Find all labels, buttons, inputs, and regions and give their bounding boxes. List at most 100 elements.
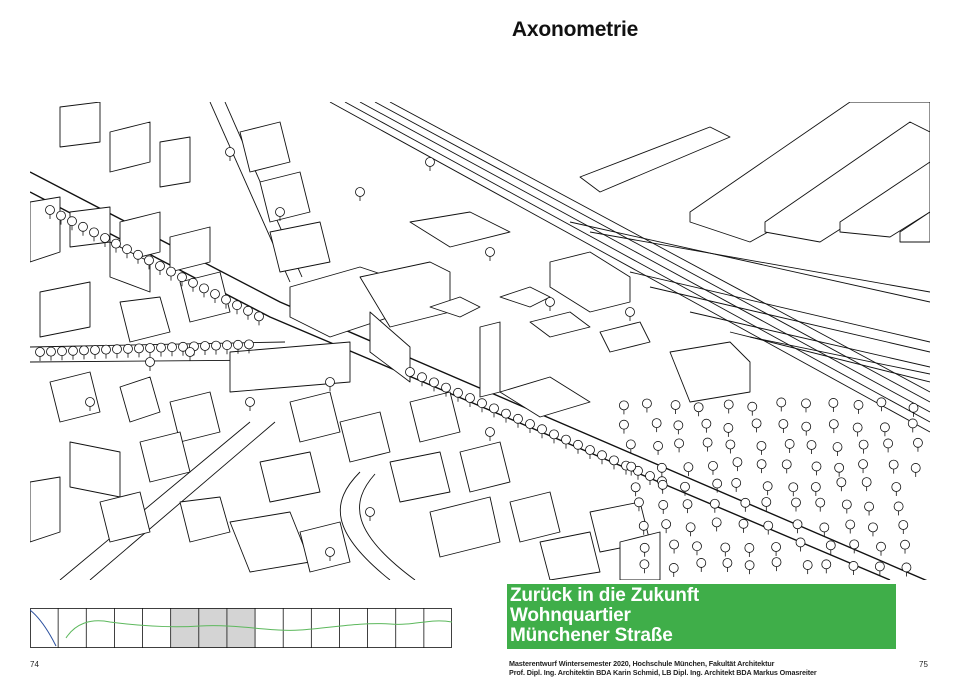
- page-title: Axonometrie: [511, 18, 639, 41]
- tree-icon: [525, 419, 535, 429]
- tree-icon: [619, 419, 629, 430]
- tree-icon: [670, 400, 681, 410]
- tree-icon: [900, 539, 910, 550]
- tree-icon: [908, 402, 919, 413]
- tree-icon: [795, 537, 806, 548]
- tree-icon: [365, 507, 375, 517]
- tree-icon: [781, 459, 792, 470]
- tree-icon: [761, 497, 772, 507]
- tree-icon: [709, 498, 720, 509]
- tree-icon: [89, 227, 99, 238]
- tree-icon: [858, 439, 869, 450]
- tree-icon: [673, 420, 684, 431]
- tree-icon: [254, 311, 264, 322]
- tree-icon: [836, 477, 847, 488]
- tree-icon: [549, 429, 559, 440]
- credits-line2: Prof. Dipl. Ing. Architektin BDA Karin S…: [509, 668, 817, 677]
- tree-icon: [638, 520, 649, 531]
- warehouse-halls: [579, 102, 930, 243]
- tree-icon: [177, 272, 187, 283]
- tree-icon: [477, 398, 487, 409]
- tree-icon: [245, 397, 255, 407]
- tree-icon: [868, 522, 878, 533]
- tree-icon: [661, 519, 672, 530]
- tree-icon: [145, 357, 155, 367]
- tree-icon: [485, 247, 495, 257]
- tree-icon: [845, 519, 856, 530]
- strip-blue-line: [29, 609, 57, 647]
- tree-icon: [100, 233, 110, 243]
- tree-icon: [325, 377, 335, 387]
- tree-icon: [145, 343, 155, 353]
- tree-icon: [429, 377, 439, 388]
- tree-icon: [834, 462, 845, 473]
- tree-icon: [122, 244, 132, 255]
- tree-icon: [167, 342, 177, 353]
- tree-icon: [144, 255, 154, 266]
- tree-icon: [155, 261, 165, 271]
- tree-icon: [792, 519, 803, 530]
- project-title-box: Zurück in die Zukunft Wohnquartier Münch…: [507, 584, 896, 649]
- tree-icon: [763, 520, 774, 531]
- tree-icon: [848, 561, 859, 571]
- tree-icon: [702, 437, 713, 448]
- tree-icon: [244, 339, 254, 350]
- credits-line1: Masterentwurf Wintersemester 2020, Hochs…: [509, 659, 775, 668]
- tree-icon: [683, 462, 694, 473]
- tree-icon: [166, 266, 176, 277]
- tree-icon: [355, 187, 365, 197]
- tree-icon: [57, 346, 67, 357]
- tree-icon: [656, 462, 667, 473]
- tree-icon: [788, 482, 799, 493]
- tree-icon: [67, 216, 77, 227]
- tree-icon: [668, 563, 679, 573]
- tree-icon: [756, 459, 767, 470]
- tree-icon: [731, 478, 742, 488]
- tree-icon: [325, 547, 335, 557]
- tree-icon: [880, 422, 890, 433]
- tree-icon: [210, 289, 220, 299]
- tree-icon: [642, 398, 652, 409]
- tree-icon: [211, 340, 221, 351]
- tree-icon: [573, 439, 583, 450]
- tree-icon: [693, 402, 704, 413]
- tree-icon: [815, 497, 826, 508]
- strip-green-line: [65, 620, 453, 639]
- tree-icon: [732, 457, 743, 468]
- tree-icon: [56, 210, 66, 221]
- tree-icon: [685, 522, 696, 533]
- tree-icon: [405, 367, 415, 377]
- tree-icon: [722, 558, 733, 568]
- tree-icon: [657, 479, 668, 490]
- tree-icon: [858, 459, 868, 470]
- tree-icon: [784, 439, 795, 449]
- tree-icon: [501, 408, 511, 419]
- tree-icon: [199, 283, 209, 294]
- tree-icon: [645, 471, 655, 481]
- tree-icon: [78, 221, 88, 232]
- tree-icon: [243, 305, 253, 316]
- tree-icon: [453, 387, 463, 398]
- tree-icon: [35, 347, 45, 357]
- tree-icon: [888, 459, 899, 470]
- tree-icon: [744, 560, 755, 571]
- tree-icon: [658, 500, 669, 510]
- tree-icon: [901, 562, 912, 573]
- tree-icon: [711, 517, 722, 528]
- tree-icon: [417, 372, 427, 383]
- tree-icon: [776, 397, 787, 408]
- tree-icon: [111, 238, 121, 249]
- tree-icon: [852, 422, 863, 433]
- tree-icon: [802, 560, 813, 570]
- tree-icon: [738, 518, 749, 529]
- tree-icon: [441, 382, 451, 393]
- tree-icon: [720, 542, 731, 553]
- tree-icon: [46, 346, 56, 357]
- tree-icon: [609, 455, 619, 466]
- tree-icon: [696, 558, 707, 568]
- tree-icon: [513, 413, 523, 424]
- tree-icon: [692, 541, 702, 552]
- tree-icon: [723, 399, 734, 410]
- tree-icon: [232, 300, 242, 311]
- tree-icon: [747, 401, 758, 412]
